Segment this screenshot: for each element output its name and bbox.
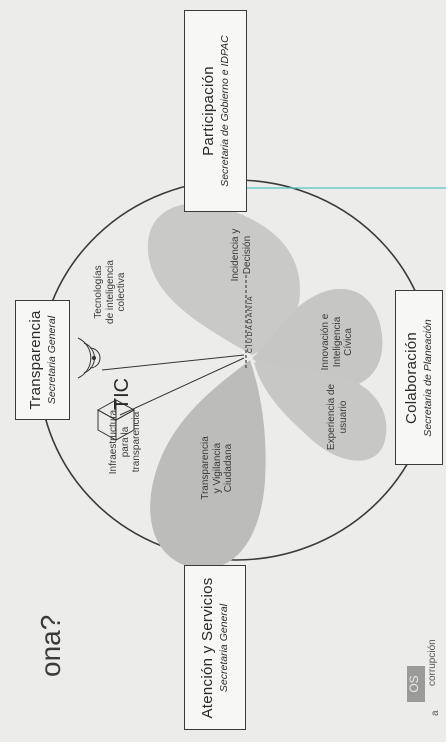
atencion-subtitle: Secretaria General xyxy=(218,577,231,718)
atencion-title: Atención y Servicios xyxy=(199,577,218,718)
box-colaboracion: Colaboración Secretaria de Planeación xyxy=(395,290,443,465)
wing-label-innovacion: Innovación e Inteligencia Cívica xyxy=(320,302,360,382)
participacion-subtitle: Secretaria de Gobierno e IDPAC xyxy=(218,35,231,187)
colaboracion-title: Colaboración xyxy=(403,319,422,436)
transparencia-subtitle: Secretaria General xyxy=(45,310,58,409)
box-participacion: Participación Secretaria de Gobierno e I… xyxy=(184,10,247,212)
footer-tag: OS xyxy=(407,666,425,702)
box-transparencia: Transparencia Secretaria General xyxy=(15,300,70,420)
body-text: CIUDADANÍA xyxy=(247,279,259,369)
colaboracion-subtitle: Secretaria de Planeación xyxy=(422,319,435,436)
wifi-icon xyxy=(78,338,100,378)
wing-label-transparencia: Transparencia y Vigilancia Ciudadana xyxy=(200,423,240,513)
box-atencion: Atención y Servicios Secretaria General xyxy=(184,565,246,730)
page-title: ona? xyxy=(35,597,69,677)
footer-line-2: a xyxy=(430,696,442,716)
footer-line-1: corrupción xyxy=(427,626,439,686)
wing-label-experiencia: Experiencia de usuario xyxy=(326,377,354,457)
participacion-title: Participación xyxy=(200,35,219,187)
transparencia-title: Transparencia xyxy=(27,310,46,409)
infra-label: Infraestructura para la transparencia xyxy=(108,402,152,482)
tech-label: Tecnologías de inteligencia colectiva xyxy=(93,252,137,332)
